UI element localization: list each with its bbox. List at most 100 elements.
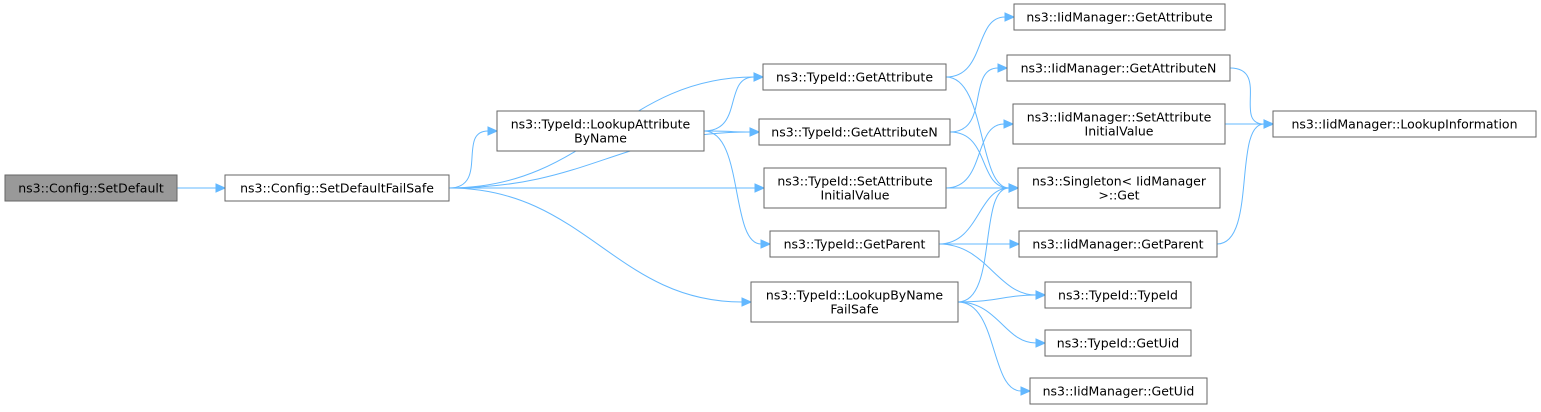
node-typeid-typeid[interactable]: ns3::TypeId::TypeId bbox=[1044, 281, 1192, 309]
edge-arrowhead bbox=[1008, 183, 1020, 193]
edge-arrowhead bbox=[1003, 119, 1015, 129]
node-label-line: ns3::IidManager::SetAttribute bbox=[1027, 110, 1212, 125]
node-box bbox=[769, 230, 940, 258]
node-label-line: ns3::TypeId::LookupAttribute bbox=[511, 117, 691, 132]
node-iidmanager-getattribute[interactable]: ns3::IidManager::GetAttribute bbox=[1013, 3, 1226, 31]
node-label-line: ns3::IidManager::LookupInformation bbox=[1291, 117, 1517, 132]
edge-line bbox=[938, 187, 1010, 245]
edge-line bbox=[703, 76, 755, 132]
edge-arrowhead bbox=[1020, 386, 1032, 396]
node-box bbox=[4, 174, 178, 202]
node-iidmanager-lookupinformation[interactable]: ns3::IidManager::LookupInformation bbox=[1272, 110, 1537, 138]
edge-typeid_lookupbynamefailsafe-to-iidmanager_getuid bbox=[957, 301, 1032, 396]
edge-typeid_lookupattributebyname-to-typeid_getattributen bbox=[703, 127, 761, 137]
edge-arrowhead bbox=[1035, 338, 1047, 348]
node-box bbox=[1017, 167, 1221, 209]
edge-arrowhead bbox=[1263, 119, 1275, 129]
node-iidmanager-getattributen[interactable]: ns3::IidManager::GetAttributeN bbox=[1006, 54, 1231, 82]
node-box bbox=[1012, 103, 1226, 145]
node-box bbox=[750, 281, 959, 323]
edge-config_setdefaultfailsafe-to-typeid_lookupbynamefailsafe bbox=[448, 187, 753, 307]
edge-typeid_lookupbynamefailsafe-to-singleton_get bbox=[957, 183, 1020, 303]
edge-arrowhead bbox=[1004, 12, 1016, 22]
edge-arrowhead bbox=[760, 239, 772, 249]
node-box bbox=[1029, 377, 1208, 405]
edge-config_setdefault-to-config_setdefaultfailsafe bbox=[177, 183, 227, 193]
node-label-line: ns3::TypeId::GetParent bbox=[784, 237, 926, 252]
node-label-line: ns3::Config::SetDefaultFailSafe bbox=[240, 181, 434, 196]
edge-line bbox=[957, 301, 1037, 344]
edge-line bbox=[938, 243, 1037, 296]
nodes-layer: ns3::Config::SetDefault ns3::Config::SetD… bbox=[4, 3, 1537, 405]
edge-typeid_lookupattributebyname-to-typeid_getattribute bbox=[703, 72, 765, 132]
node-box bbox=[1006, 54, 1231, 82]
edge-arrowhead bbox=[997, 63, 1009, 73]
node-typeid-getattributen[interactable]: ns3::TypeId::GetAttributeN bbox=[758, 118, 951, 146]
edge-config_setdefaultfailsafe-to-typeid_setattributeinitialvalue bbox=[449, 183, 766, 193]
node-typeid-getparent[interactable]: ns3::TypeId::GetParent bbox=[769, 230, 940, 258]
edge-line bbox=[448, 187, 743, 303]
edge-typeid_getattributen-to-iidmanager_getattributen bbox=[949, 63, 1009, 133]
edge-line bbox=[957, 301, 1022, 392]
node-box bbox=[758, 118, 951, 146]
node-typeid-getattribute[interactable]: ns3::TypeId::GetAttribute bbox=[762, 63, 947, 91]
node-label-line: FailSafe bbox=[830, 302, 879, 317]
edge-arrowhead bbox=[487, 126, 499, 136]
node-box bbox=[1013, 3, 1226, 31]
edge-typeid_lookupbynamefailsafe-to-typeid_typeid bbox=[957, 290, 1047, 303]
node-label-line: ns3::Singleton< IidManager bbox=[1032, 174, 1207, 189]
node-label-line: ns3::TypeId::SetAttribute bbox=[777, 174, 933, 189]
node-label-line: ByName bbox=[574, 131, 627, 146]
node-box bbox=[1044, 281, 1192, 309]
edge-typeid_getattribute-to-singleton_get bbox=[945, 76, 1020, 193]
node-iidmanager-getuid[interactable]: ns3::IidManager::GetUid bbox=[1029, 377, 1208, 405]
edge-line bbox=[703, 130, 762, 245]
edge-arrowhead bbox=[1009, 239, 1021, 249]
node-label-line: ns3::IidManager::GetAttributeN bbox=[1021, 61, 1217, 76]
node-typeid-getuid[interactable]: ns3::TypeId::GetUid bbox=[1044, 329, 1192, 357]
edge-arrowhead bbox=[753, 72, 765, 82]
node-label-line: ns3::IidManager::GetParent bbox=[1032, 237, 1203, 252]
node-box bbox=[496, 110, 705, 152]
node-label-line: ns3::TypeId::GetAttribute bbox=[776, 70, 933, 85]
edge-typeid_getparent-to-iidmanager_getparent bbox=[939, 239, 1021, 249]
edge-line bbox=[1229, 67, 1265, 125]
node-label-line: InitialValue bbox=[821, 188, 890, 203]
node-config-setdefaultfailsafe[interactable]: ns3::Config::SetDefaultFailSafe bbox=[224, 174, 450, 202]
node-singleton-get[interactable]: ns3::Singleton< IidManager >::Get bbox=[1017, 167, 1221, 209]
edge-typeid_lookupbynamefailsafe-to-typeid_getuid bbox=[957, 301, 1047, 348]
edge-iidmanager_getparent-to-iidmanager_lookupinformation bbox=[1216, 119, 1275, 245]
edge-typeid_getparent-to-singleton_get bbox=[938, 183, 1020, 245]
node-label-line: InitialValue bbox=[1085, 124, 1154, 139]
node-config-setdefault[interactable]: ns3::Config::SetDefault bbox=[4, 174, 178, 202]
node-label-line: ns3::TypeId::GetAttributeN bbox=[771, 125, 937, 140]
node-iidmanager-setattributeinitialvalue[interactable]: ns3::IidManager::SetAttributeInitialValu… bbox=[1012, 103, 1226, 145]
edge-line bbox=[949, 67, 999, 133]
node-label-line: ns3::IidManager::GetUid bbox=[1043, 384, 1195, 399]
node-label-line: >::Get bbox=[1098, 188, 1139, 203]
node-box bbox=[763, 167, 947, 209]
node-label-line: ns3::TypeId::TypeId bbox=[1058, 288, 1178, 303]
edge-line bbox=[945, 123, 1005, 189]
edge-line bbox=[945, 76, 1010, 189]
node-box bbox=[1018, 230, 1218, 258]
node-box bbox=[224, 174, 450, 202]
edge-line bbox=[945, 16, 1006, 78]
node-box bbox=[1044, 329, 1192, 357]
node-iidmanager-getparent[interactable]: ns3::IidManager::GetParent bbox=[1018, 230, 1218, 258]
node-box bbox=[762, 63, 947, 91]
edges-layer bbox=[177, 12, 1275, 396]
edge-arrowhead bbox=[749, 127, 761, 137]
edge-line bbox=[949, 131, 1010, 189]
node-label-line: ns3::Config::SetDefault bbox=[18, 181, 164, 196]
edge-config_setdefaultfailsafe-to-typeid_lookupattributebyname bbox=[448, 126, 499, 189]
edge-line bbox=[448, 130, 489, 189]
edge-line bbox=[957, 294, 1037, 303]
node-label-line: ns3::TypeId::GetUid bbox=[1057, 336, 1179, 351]
edge-arrowhead bbox=[754, 183, 766, 193]
edge-arrowhead bbox=[1035, 290, 1047, 300]
